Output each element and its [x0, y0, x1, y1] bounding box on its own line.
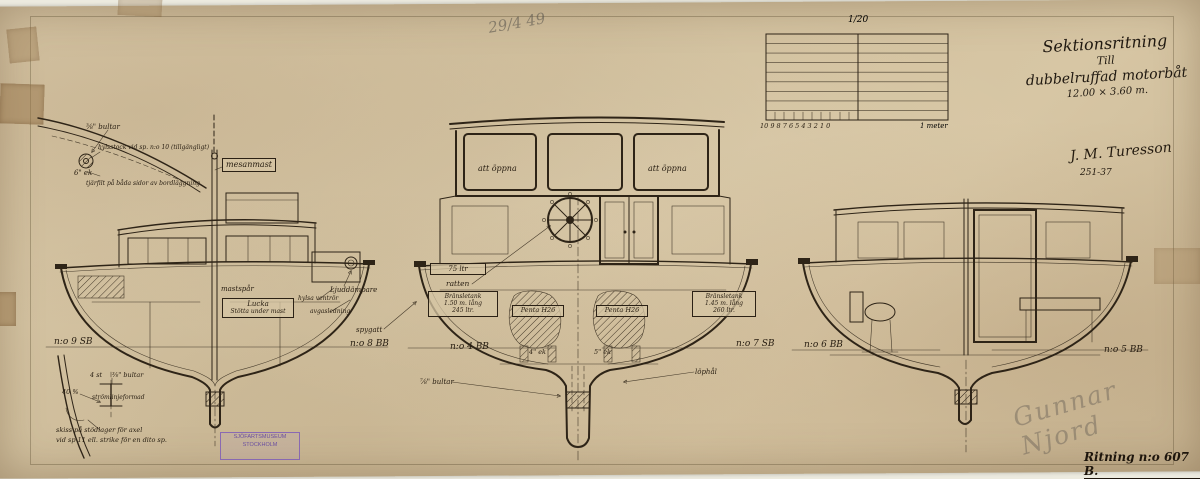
frame-label-7sb: n:o 7 SB: [736, 339, 775, 349]
mizzen-mast-label: mesanmast: [222, 158, 277, 172]
border-line: [30, 16, 1174, 465]
frame-label-5bb: n:o 5 BB: [1104, 345, 1143, 355]
fuel-tank-left-line3: 245 ltr.: [452, 307, 474, 315]
hatch-label: Lucka Stötta under mast: [222, 298, 294, 318]
drawing-number: Ritning n:o 607 B.: [1084, 450, 1200, 479]
aft-section-drawing: [45, 114, 416, 447]
keel-oak-right-label: 5" ek: [594, 348, 611, 356]
keel-bolts-label: ⅞" bultar: [420, 378, 454, 386]
tape-patch: [0, 292, 16, 326]
mast-step-label: mastspår: [221, 285, 254, 293]
limber-hole-label: löphål: [695, 368, 717, 376]
archive-stamp: SJÖFARTSMUSEUM STOCKHOLM: [220, 432, 300, 460]
bearing-bolts-label: ⅜" bultar: [112, 371, 144, 379]
fwd-section-drawing: [791, 198, 1149, 453]
shaft-detail-sketch: [37, 117, 207, 193]
open-window-left-label: att öppna: [478, 164, 517, 173]
engine-left-label: Penta H26: [512, 305, 564, 317]
fuel-tank-right-line2: 1.45 m. lång: [705, 300, 743, 308]
fuel-tank-right-label: Bränsletank 1.45 m. lång 260 ltr.: [692, 291, 756, 317]
bearing-detail-sketch: [57, 354, 123, 459]
archive-stamp-line1: SJÖFARTSMUSEUM: [233, 434, 287, 440]
fuel-tank-right-line3: 260 ltr.: [713, 307, 735, 315]
scale-ladder: [765, 33, 949, 121]
frame-label-9sb: n:o 9 SB: [54, 337, 93, 347]
bearing-caption-line1: skiss på stödlager för axel: [56, 426, 143, 434]
archive-stamp-line2: STOCKHOLM: [242, 442, 278, 449]
muffler-label: Ljuddämpare: [330, 286, 378, 294]
exhaust-label: avgasledning: [310, 308, 351, 315]
shaft-oak-label: 6" ek: [74, 169, 93, 177]
mid-section-drawing: [407, 116, 771, 461]
vent-label: hylsa ventrör: [298, 295, 339, 302]
open-window-right-label: att öppna: [648, 164, 687, 173]
hatch-label-line2: Stötta under mast: [230, 308, 286, 316]
fuel-tank-left-label: Bränsletank 1.50 m. lång 245 ltr.: [428, 291, 498, 317]
fuel-tank-left-line2: 1.50 m. lång: [444, 300, 482, 308]
shaft-bolts-label: ⅜" bultar: [86, 123, 120, 131]
bearing-caption-line2: vid sp 11 ell. strike för en dito sp.: [56, 436, 167, 444]
scale-unit-label: 1 meter: [920, 122, 948, 130]
frame-label-8bb: n:o 8 BB: [350, 339, 389, 349]
hatch-label-line1: Lucka: [247, 300, 269, 308]
tape-patch: [1154, 248, 1200, 284]
scupper-label: spygatt: [356, 326, 383, 334]
scale-tick-labels: 10 9 8 7 6 5 4 3 2 1 0: [760, 122, 831, 130]
title-block: Sektionsritning Till dubbelruffad motorb…: [1016, 29, 1195, 102]
reference-number: 251-37: [1080, 168, 1112, 178]
frame-label-4bb: n:o 4 BB: [450, 342, 489, 352]
fuel-tank-left-line1: Bränsletank: [444, 293, 482, 300]
scale-ratio: 1/20: [848, 15, 869, 25]
bearing-pct-label: 40 %: [62, 388, 79, 396]
shaft-sleeve-label: hylsstock vid sp. n:o 10 (tillgängligt): [98, 144, 210, 151]
day-tank-label: 75 ltr: [430, 263, 486, 276]
frame-label-6bb: n:o 6 BB: [804, 340, 843, 350]
engine-right-label: Penta H26: [596, 305, 648, 317]
shaft-felt-label: tjärfilt på båda sidor av bordläggning: [86, 180, 200, 187]
keel-oak-left-label: 4" ek: [529, 348, 546, 356]
streamlined-label: strömlinjeformad: [92, 394, 145, 401]
bearing-count-label: 4 st: [90, 371, 103, 379]
wheel-label: ratten: [446, 279, 470, 288]
fuel-tank-right-line1: Bränsletank: [705, 293, 743, 300]
